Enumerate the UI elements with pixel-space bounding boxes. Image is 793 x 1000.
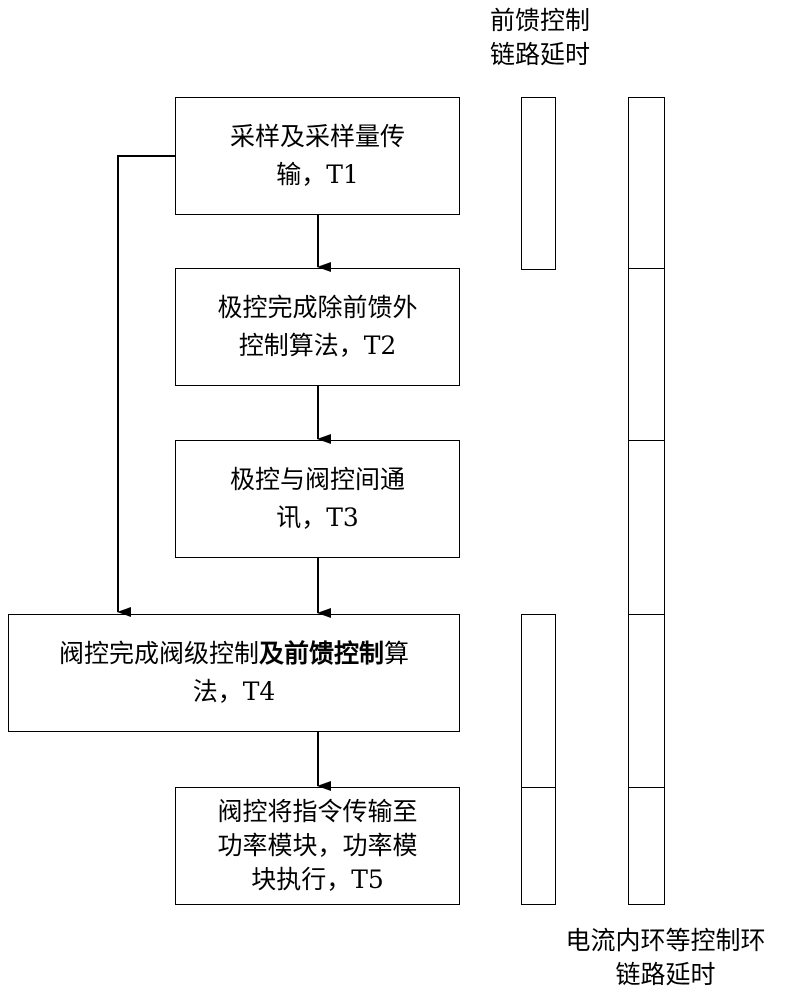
step-text: 极控完成除前馈外 控制算法，T2 (217, 289, 417, 365)
label-line: 链路延时 (615, 960, 716, 989)
step-line-part: 阀控完成阀级控制 (58, 639, 259, 668)
inner-loop-delay-label: 电流内环等控制环 链路延时 (543, 924, 788, 992)
inner-loop-segment-t5 (628, 787, 665, 905)
inner-loop-segment-t4 (628, 614, 665, 788)
step-box-valve-control: 阀控完成阀级控制及前馈控制算 法，T4 (8, 614, 460, 732)
label-line: 链路延时 (489, 40, 590, 69)
inner-loop-segment-t1 (628, 97, 665, 270)
feedforward-delay-label: 前馈控制 链路延时 (470, 4, 610, 72)
step-line: 输，T1 (276, 160, 359, 189)
step-line: 讯，T3 (276, 503, 359, 532)
step-line: 块执行，T5 (251, 865, 384, 894)
step-line: 极控完成除前馈外 (217, 293, 418, 322)
feedforward-segment-t1 (521, 97, 556, 270)
step-line: 控制算法，T2 (238, 331, 397, 360)
inner-loop-segment-t3 (628, 440, 665, 616)
label-line: 前馈控制 (489, 6, 590, 35)
step-line-bold-part: 及前馈控制 (258, 639, 384, 668)
bypass-connector-s1-s4 (117, 155, 175, 617)
label-line: 电流内环等控制环 (565, 926, 766, 955)
feedforward-segment-t5 (521, 787, 556, 905)
feedforward-segment-t4 (521, 614, 556, 788)
step-line-part: 算 (384, 639, 410, 668)
step-box-communication: 极控与阀控间通 讯，T3 (175, 440, 460, 558)
step-text: 阀控完成阀级控制及前馈控制算 法，T4 (59, 635, 409, 711)
step-line: 极控与阀控间通 (229, 465, 405, 494)
step-text: 极控与阀控间通 讯，T3 (230, 461, 405, 537)
inner-loop-segment-t2 (628, 268, 665, 442)
step-line: 采样及采样量传 (229, 122, 405, 151)
step-line: 阀控将指令传输至 (217, 797, 418, 826)
step-box-sampling: 采样及采样量传 输，T1 (175, 97, 460, 215)
step-text: 采样及采样量传 输，T1 (230, 118, 405, 194)
step-line: 法，T4 (192, 677, 276, 706)
step-line: 功率模块，功率模 (217, 831, 418, 860)
step-text: 阀控将指令传输至 功率模块，功率模 块执行，T5 (217, 795, 417, 897)
